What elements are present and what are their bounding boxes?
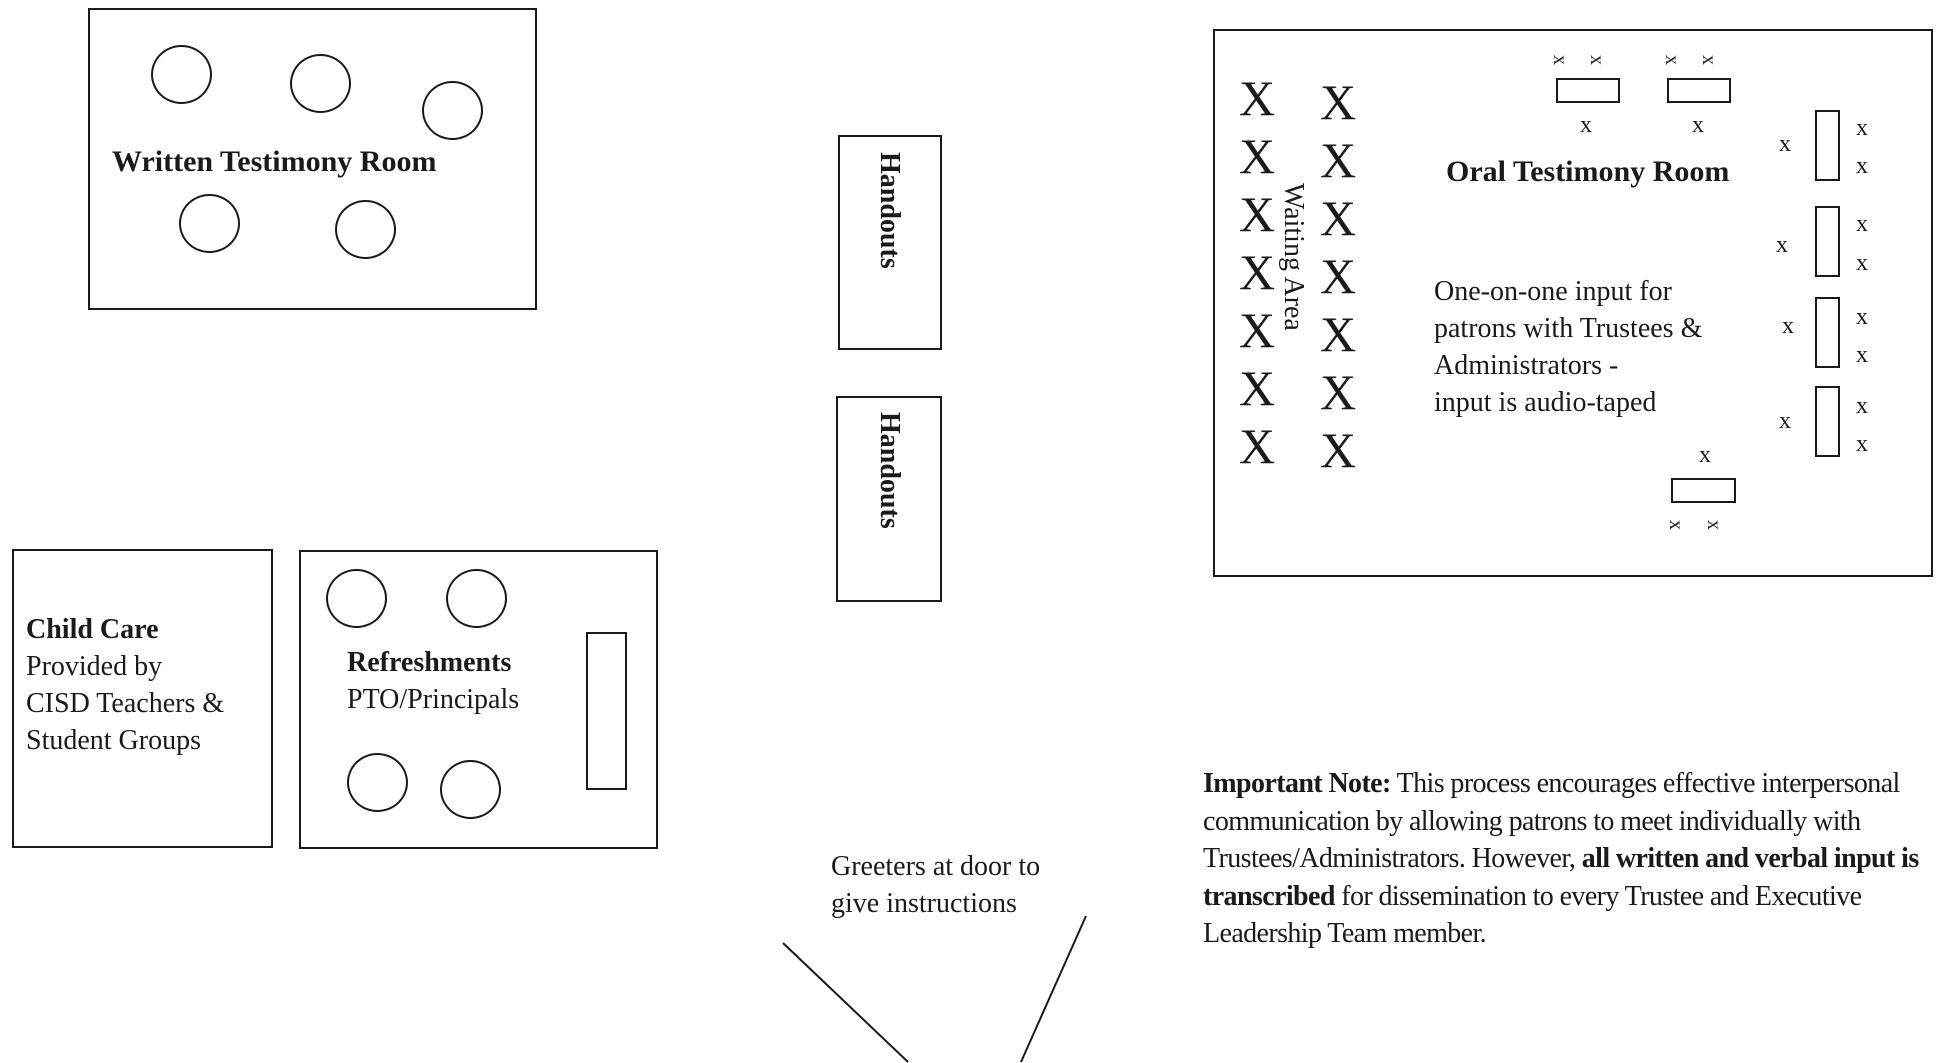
written-testimony-room — [88, 8, 537, 310]
interview-seat: x — [1856, 211, 1868, 237]
waiting-seat: X — [1239, 360, 1276, 416]
greeters-line: give instructions — [831, 887, 1017, 919]
door-line-left — [782, 942, 909, 1063]
interview-seat: x — [1776, 232, 1788, 258]
description-line: patrons with Trustees & — [1434, 312, 1703, 344]
note-text-end: for dissemination to every Trustee and E… — [1203, 880, 1862, 950]
oral-room-description: One-on-one input for patrons with Truste… — [1434, 274, 1702, 422]
table-circle — [151, 45, 212, 104]
interview-table — [1815, 110, 1840, 181]
interview-seat: x — [1692, 112, 1704, 138]
handouts-table-2 — [836, 396, 942, 602]
waiting-seat: X — [1320, 248, 1357, 304]
interview-seat: x — [1779, 131, 1791, 157]
waiting-seat: X — [1320, 422, 1357, 478]
serving-table — [586, 632, 627, 790]
waiting-seat: X — [1320, 74, 1357, 130]
door-line-right — [1020, 915, 1087, 1063]
interview-seat: x — [1856, 431, 1868, 457]
refreshments-room — [299, 550, 658, 849]
table-circle — [347, 753, 408, 812]
table-circle — [326, 569, 387, 628]
waiting-seat: X — [1239, 418, 1276, 474]
greeters-text: Greeters at door to give instructions — [831, 849, 1040, 923]
interview-seat: x — [1856, 153, 1868, 179]
child-care-line: Student Groups — [26, 724, 201, 756]
interview-table — [1667, 78, 1731, 103]
waiting-seat: X — [1320, 306, 1357, 362]
waiting-seat: X — [1239, 70, 1276, 126]
important-note: Important Note: This process encourages … — [1203, 765, 1933, 953]
waiting-seat: X — [1320, 364, 1357, 420]
table-circle — [440, 760, 501, 819]
description-line: Administrators - — [1434, 349, 1619, 381]
interview-table — [1815, 386, 1840, 457]
table-circle — [179, 194, 240, 253]
waiting-seat: X — [1239, 244, 1276, 300]
waiting-seat: X — [1320, 190, 1357, 246]
interview-seat: x — [1856, 115, 1868, 141]
interview-table — [1671, 478, 1736, 503]
greeters-line: Greeters at door to — [831, 851, 1041, 882]
interview-seat: x — [1856, 250, 1868, 276]
interview-table — [1556, 78, 1620, 103]
description-line: input is audio-taped — [1434, 386, 1657, 418]
child-care-line: Provided by — [26, 650, 163, 682]
waiting-seat: X — [1239, 128, 1276, 184]
table-circle — [335, 200, 396, 259]
oral-room-title: Oral Testimony Room — [1446, 155, 1730, 188]
written-room-title: Written Testimony Room — [112, 145, 437, 178]
interview-seat: x — [1580, 112, 1592, 138]
table-circle — [290, 54, 351, 113]
interview-seat: x — [1782, 313, 1794, 339]
interview-seat: x — [1856, 304, 1868, 330]
child-care-room — [12, 549, 273, 848]
interview-table — [1815, 297, 1840, 368]
note-bold: all written and verbal input is transcri… — [1203, 843, 1919, 912]
child-care-line: CISD Teachers & — [26, 687, 225, 719]
child-care-title: Child Care — [26, 614, 159, 645]
description-line: One-on-one input for — [1434, 276, 1672, 307]
note-lead: Important Note: — [1203, 768, 1391, 799]
table-circle — [446, 569, 507, 628]
interview-seat: x — [1779, 408, 1791, 434]
interview-seat: x — [1699, 442, 1711, 468]
handouts-table-1 — [838, 135, 942, 350]
refreshments-subtitle: PTO/Principals — [347, 683, 520, 715]
interview-seat: x — [1856, 342, 1868, 368]
waiting-seat: X — [1239, 302, 1276, 358]
interview-seat: x — [1856, 393, 1868, 419]
refreshments-title: Refreshments — [347, 647, 512, 678]
child-care-text: Child Care Provided by CISD Teachers & S… — [26, 612, 224, 760]
waiting-seat: X — [1320, 132, 1357, 188]
waiting-seat: X — [1239, 186, 1276, 242]
table-circle — [422, 81, 483, 140]
interview-table — [1815, 206, 1840, 277]
oral-testimony-room — [1213, 29, 1933, 577]
note-text: This process encourages effective interp… — [1203, 768, 1900, 875]
refreshments-text: Refreshments PTO/Principals — [347, 645, 519, 719]
